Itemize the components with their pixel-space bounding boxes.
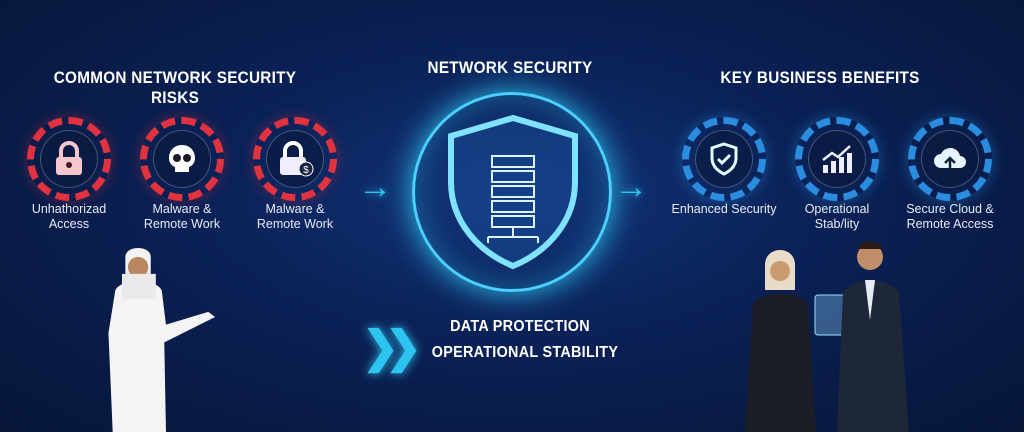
shield-server-icon xyxy=(448,114,578,270)
growth-chart-icon xyxy=(822,145,852,173)
benefits-title: KEY BUSINESS BENEFITS xyxy=(720,68,920,87)
cloud-upload-icon xyxy=(934,147,966,172)
lock-icon xyxy=(56,141,82,175)
operational-stability-text: OPERATIONAL STABILITY xyxy=(431,344,619,361)
benefit-ring-stability xyxy=(795,117,879,201)
data-protection-text: DATA PROTECTION xyxy=(450,318,590,335)
svg-text:$: $ xyxy=(303,165,309,176)
lock-dollar-icon: $ xyxy=(280,141,314,177)
risk-ring-remote: $ xyxy=(253,117,337,201)
benefit-label-1: Enhanced Security xyxy=(671,202,777,216)
risk-ring-malware xyxy=(140,117,224,201)
risk-label-2: Malware &Remote Work xyxy=(143,202,221,231)
benefit-label-3: Secure Cloud &Remote Access xyxy=(906,202,994,231)
chevrons-icon: ❯❯ xyxy=(362,323,422,372)
risks-title: COMMON NETWORK SECURITY RISKS xyxy=(53,68,297,107)
benefit-ring-security xyxy=(682,117,766,201)
arrow-right-icon: → xyxy=(614,168,648,206)
benefit-ring-cloud xyxy=(908,117,992,201)
skull-icon xyxy=(169,145,195,172)
arrow-right-icon: → xyxy=(358,168,392,206)
security-hub-circle xyxy=(412,92,612,292)
risk-label-3: Malware &Remote Work xyxy=(256,202,334,231)
business-people xyxy=(745,241,909,432)
center-title: NETWORK SECURITY xyxy=(427,58,593,77)
presenter-person xyxy=(108,248,216,432)
risk-ring-unauthorized xyxy=(27,117,111,201)
shield-check-icon xyxy=(710,142,738,176)
